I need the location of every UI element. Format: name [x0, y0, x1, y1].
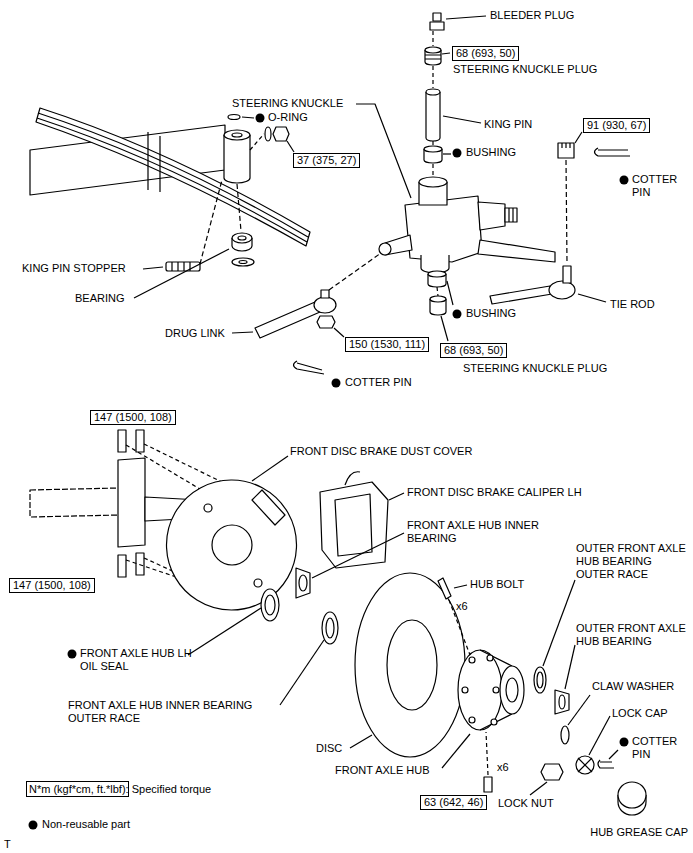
part-label: LOCK CAP	[612, 707, 668, 720]
part-label: BUSHING	[466, 307, 516, 320]
part-label: DISC	[316, 742, 342, 755]
part-label: STEERING KNUCKLE PLUG	[453, 63, 597, 76]
torque-value: 68 (693, 50)	[456, 47, 515, 59]
legend-text: Non-reusable part	[42, 818, 130, 831]
torque-value: 37 (375, 27)	[297, 154, 356, 166]
legend-text: N*m (kgf*cm, ft.*lbf): Specified torque	[29, 783, 211, 796]
torque-box: 147 (1500, 108)	[9, 578, 95, 593]
part-label: HUB BOLT	[470, 578, 524, 591]
part-label: STEERING KNUCKLE PLUG	[463, 362, 607, 375]
part-label: OUTER FRONT AXLE HUB BEARING OUTER RACE	[576, 542, 688, 581]
part-label: DRUG LINK	[165, 327, 225, 340]
part-label: HUB GREASE CAP	[590, 826, 688, 839]
torque-value: 147 (1500, 108)	[13, 579, 91, 591]
part-label: FRONT AXLE HUB INNER BEARING	[407, 519, 557, 545]
torque-box: 37 (375, 27)	[293, 153, 360, 168]
part-label: COTTER PIN	[345, 376, 412, 389]
part-label: FRONT AXLE HUB INNER BEARING OUTER RACE	[68, 699, 283, 725]
part-label: FRONT DISC BRAKE CALIPER LH	[407, 486, 582, 499]
part-label: x6	[456, 600, 468, 613]
part-label: BUSHING	[466, 146, 516, 159]
part-label: FRONT AXLE HUB	[335, 764, 430, 777]
part-label: KING PIN	[484, 118, 532, 131]
torque-value: 68 (693, 50)	[444, 344, 503, 356]
torque-value: 150 (1530, 111)	[349, 338, 425, 350]
torque-box: 63 (642, 46)	[420, 795, 487, 810]
part-label: STEERING KNUCKLE	[232, 97, 343, 110]
part-label: FRONT AXLE HUB LH OIL SEAL	[80, 647, 198, 673]
part-label: COTTER PIN	[632, 173, 687, 199]
part-label: BLEEDER PLUG	[490, 9, 574, 22]
part-label: CLAW WASHER	[592, 680, 674, 693]
torque-box: 147 (1500, 108)	[90, 410, 176, 425]
torque-value: 91 (930, 67)	[587, 119, 646, 131]
torque-value: 147 (1500, 108)	[94, 411, 172, 423]
part-label: x6	[497, 761, 509, 774]
torque-box: 150 (1530, 111)	[345, 337, 429, 352]
torque-box: 68 (693, 50)	[440, 343, 507, 358]
part-label: OUTER FRONT AXLE HUB BEARING	[576, 622, 688, 648]
part-label: COTTER PIN	[632, 735, 687, 761]
torque-box: 68 (693, 50)	[452, 46, 519, 61]
torque-value: 63 (642, 46)	[424, 796, 483, 808]
part-label: TIE ROD	[610, 298, 655, 311]
part-label: KING PIN STOPPER	[22, 262, 126, 275]
part-label: T	[4, 838, 11, 851]
part-label: LOCK NUT	[498, 797, 554, 810]
part-label: O-RING	[268, 111, 308, 124]
part-label: BEARING	[75, 292, 125, 305]
torque-box: 91 (930, 67)	[583, 118, 650, 133]
part-label: FRONT DISC BRAKE DUST COVER	[290, 445, 472, 458]
